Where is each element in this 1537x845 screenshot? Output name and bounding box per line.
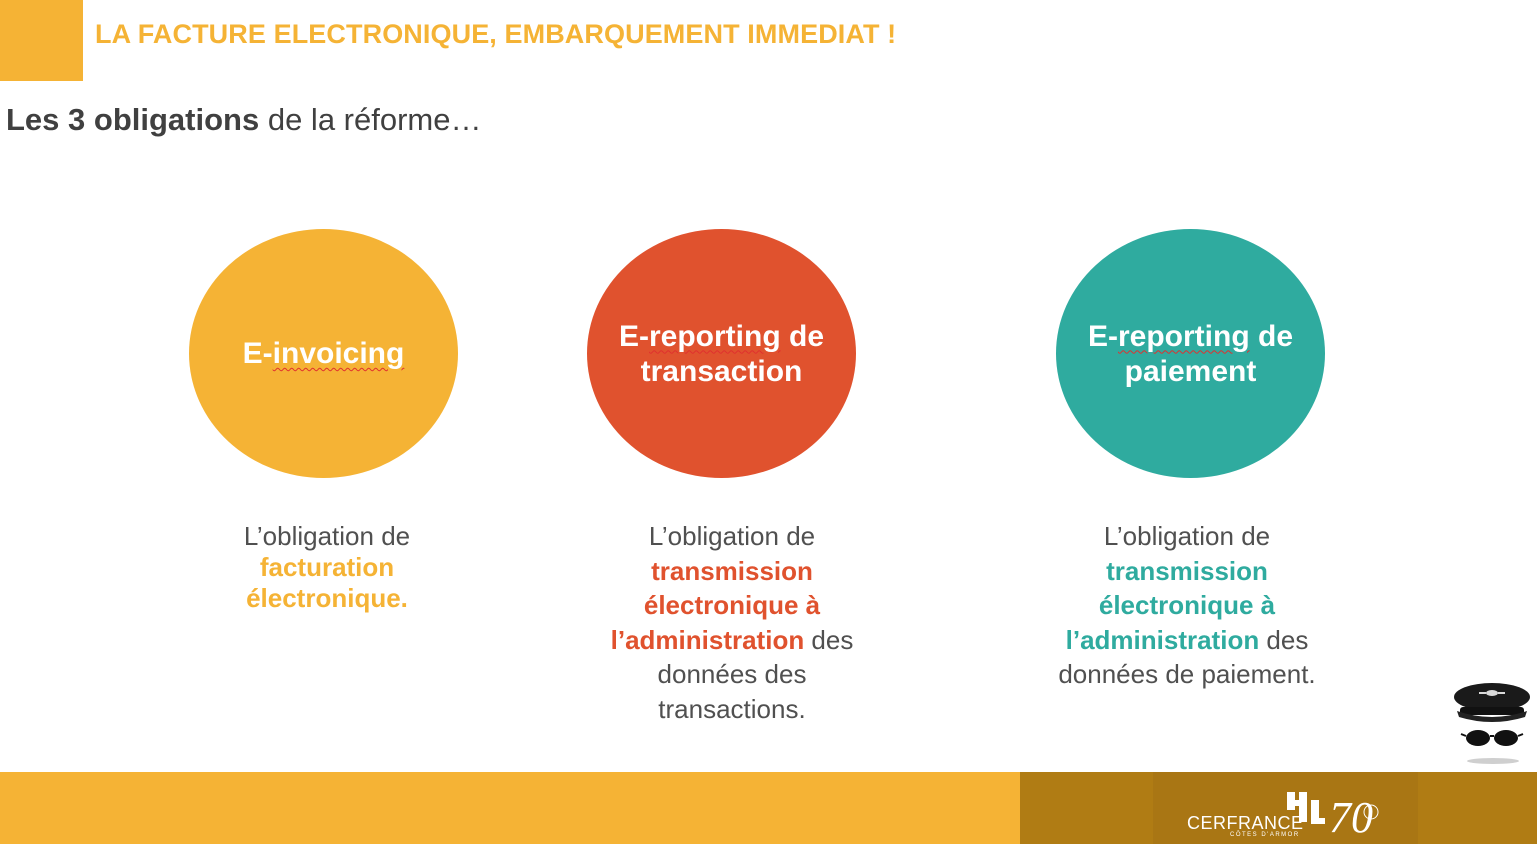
desc-highlight: électronique. (246, 583, 408, 613)
desc-after: des (1259, 624, 1309, 655)
desc-highlight: l’administration (610, 624, 805, 655)
circle-label-word: reporting (1117, 319, 1250, 353)
description-e-invoicing: L’obligation de facturation électronique… (177, 521, 477, 614)
desc-line: données de paiement. (1058, 659, 1316, 689)
circle-label-word: reporting (648, 319, 781, 353)
desc-highlight: transmission (1106, 555, 1268, 586)
desc-highlight: l’administration (1065, 624, 1260, 655)
description-e-reporting-paiement: L’obligation de transmission électroniqu… (1030, 519, 1344, 692)
description-e-reporting-transaction: L’obligation de transmission électroniqu… (570, 519, 894, 726)
desc-highlight: électronique à (643, 590, 821, 620)
circle-e-reporting-paiement: E-reporting de paiement (1056, 229, 1325, 478)
desc-line: données des (657, 659, 807, 689)
circle-label-line2: transaction (640, 354, 803, 388)
circle-label: E-invoicing (243, 336, 405, 371)
subtitle-bold: Les 3 obligations (6, 102, 260, 137)
cerfrance-logo: CERFRANCE (1187, 813, 1304, 833)
slide-subtitle: Les 3 obligations de la réforme… (6, 102, 481, 138)
desc-lead: L’obligation de (648, 521, 816, 551)
circle-label-line2: paiement (1124, 354, 1257, 388)
circle-label-rest: de (1249, 319, 1294, 353)
footer-bar (0, 772, 1020, 844)
desc-lead: L’obligation de (243, 521, 411, 551)
cerfrance-70-logo-mark: 70 (1285, 790, 1390, 845)
circle-label-prefix: E- (618, 319, 649, 353)
cerfrance-logo-subtitle: CÔTES D'ARMOR (1230, 832, 1300, 838)
circle-label-rest: de (780, 319, 825, 353)
desc-highlight: facturation (259, 552, 395, 582)
desc-highlight: transmission (651, 555, 813, 586)
circle-e-invoicing: E-invoicing (189, 229, 458, 478)
circle-label: E-reporting de paiement (1088, 319, 1293, 389)
logo-panel (1153, 772, 1418, 844)
desc-after: des (804, 624, 854, 655)
circle-e-reporting-transaction: E-reporting de transaction (587, 229, 856, 478)
desc-line: transactions. (658, 693, 806, 724)
slide-title: LA FACTURE ELECTRONIQUE, EMBARQUEMENT IM… (95, 19, 897, 49)
circle-label: E-reporting de transaction (619, 319, 824, 389)
subtitle-rest: de la réforme… (259, 102, 482, 137)
circle-label-word: invoicing (272, 337, 405, 370)
desc-highlight: électronique à (1098, 590, 1276, 620)
desc-lead: L’obligation de (1103, 521, 1271, 551)
anniversary-number: 70 (1329, 793, 1373, 840)
pilot-cap-sunglasses-icon (1451, 681, 1535, 772)
circle-label-prefix: E- (242, 337, 273, 370)
header-accent-square (0, 0, 83, 81)
circle-label-prefix: E- (1087, 319, 1118, 353)
